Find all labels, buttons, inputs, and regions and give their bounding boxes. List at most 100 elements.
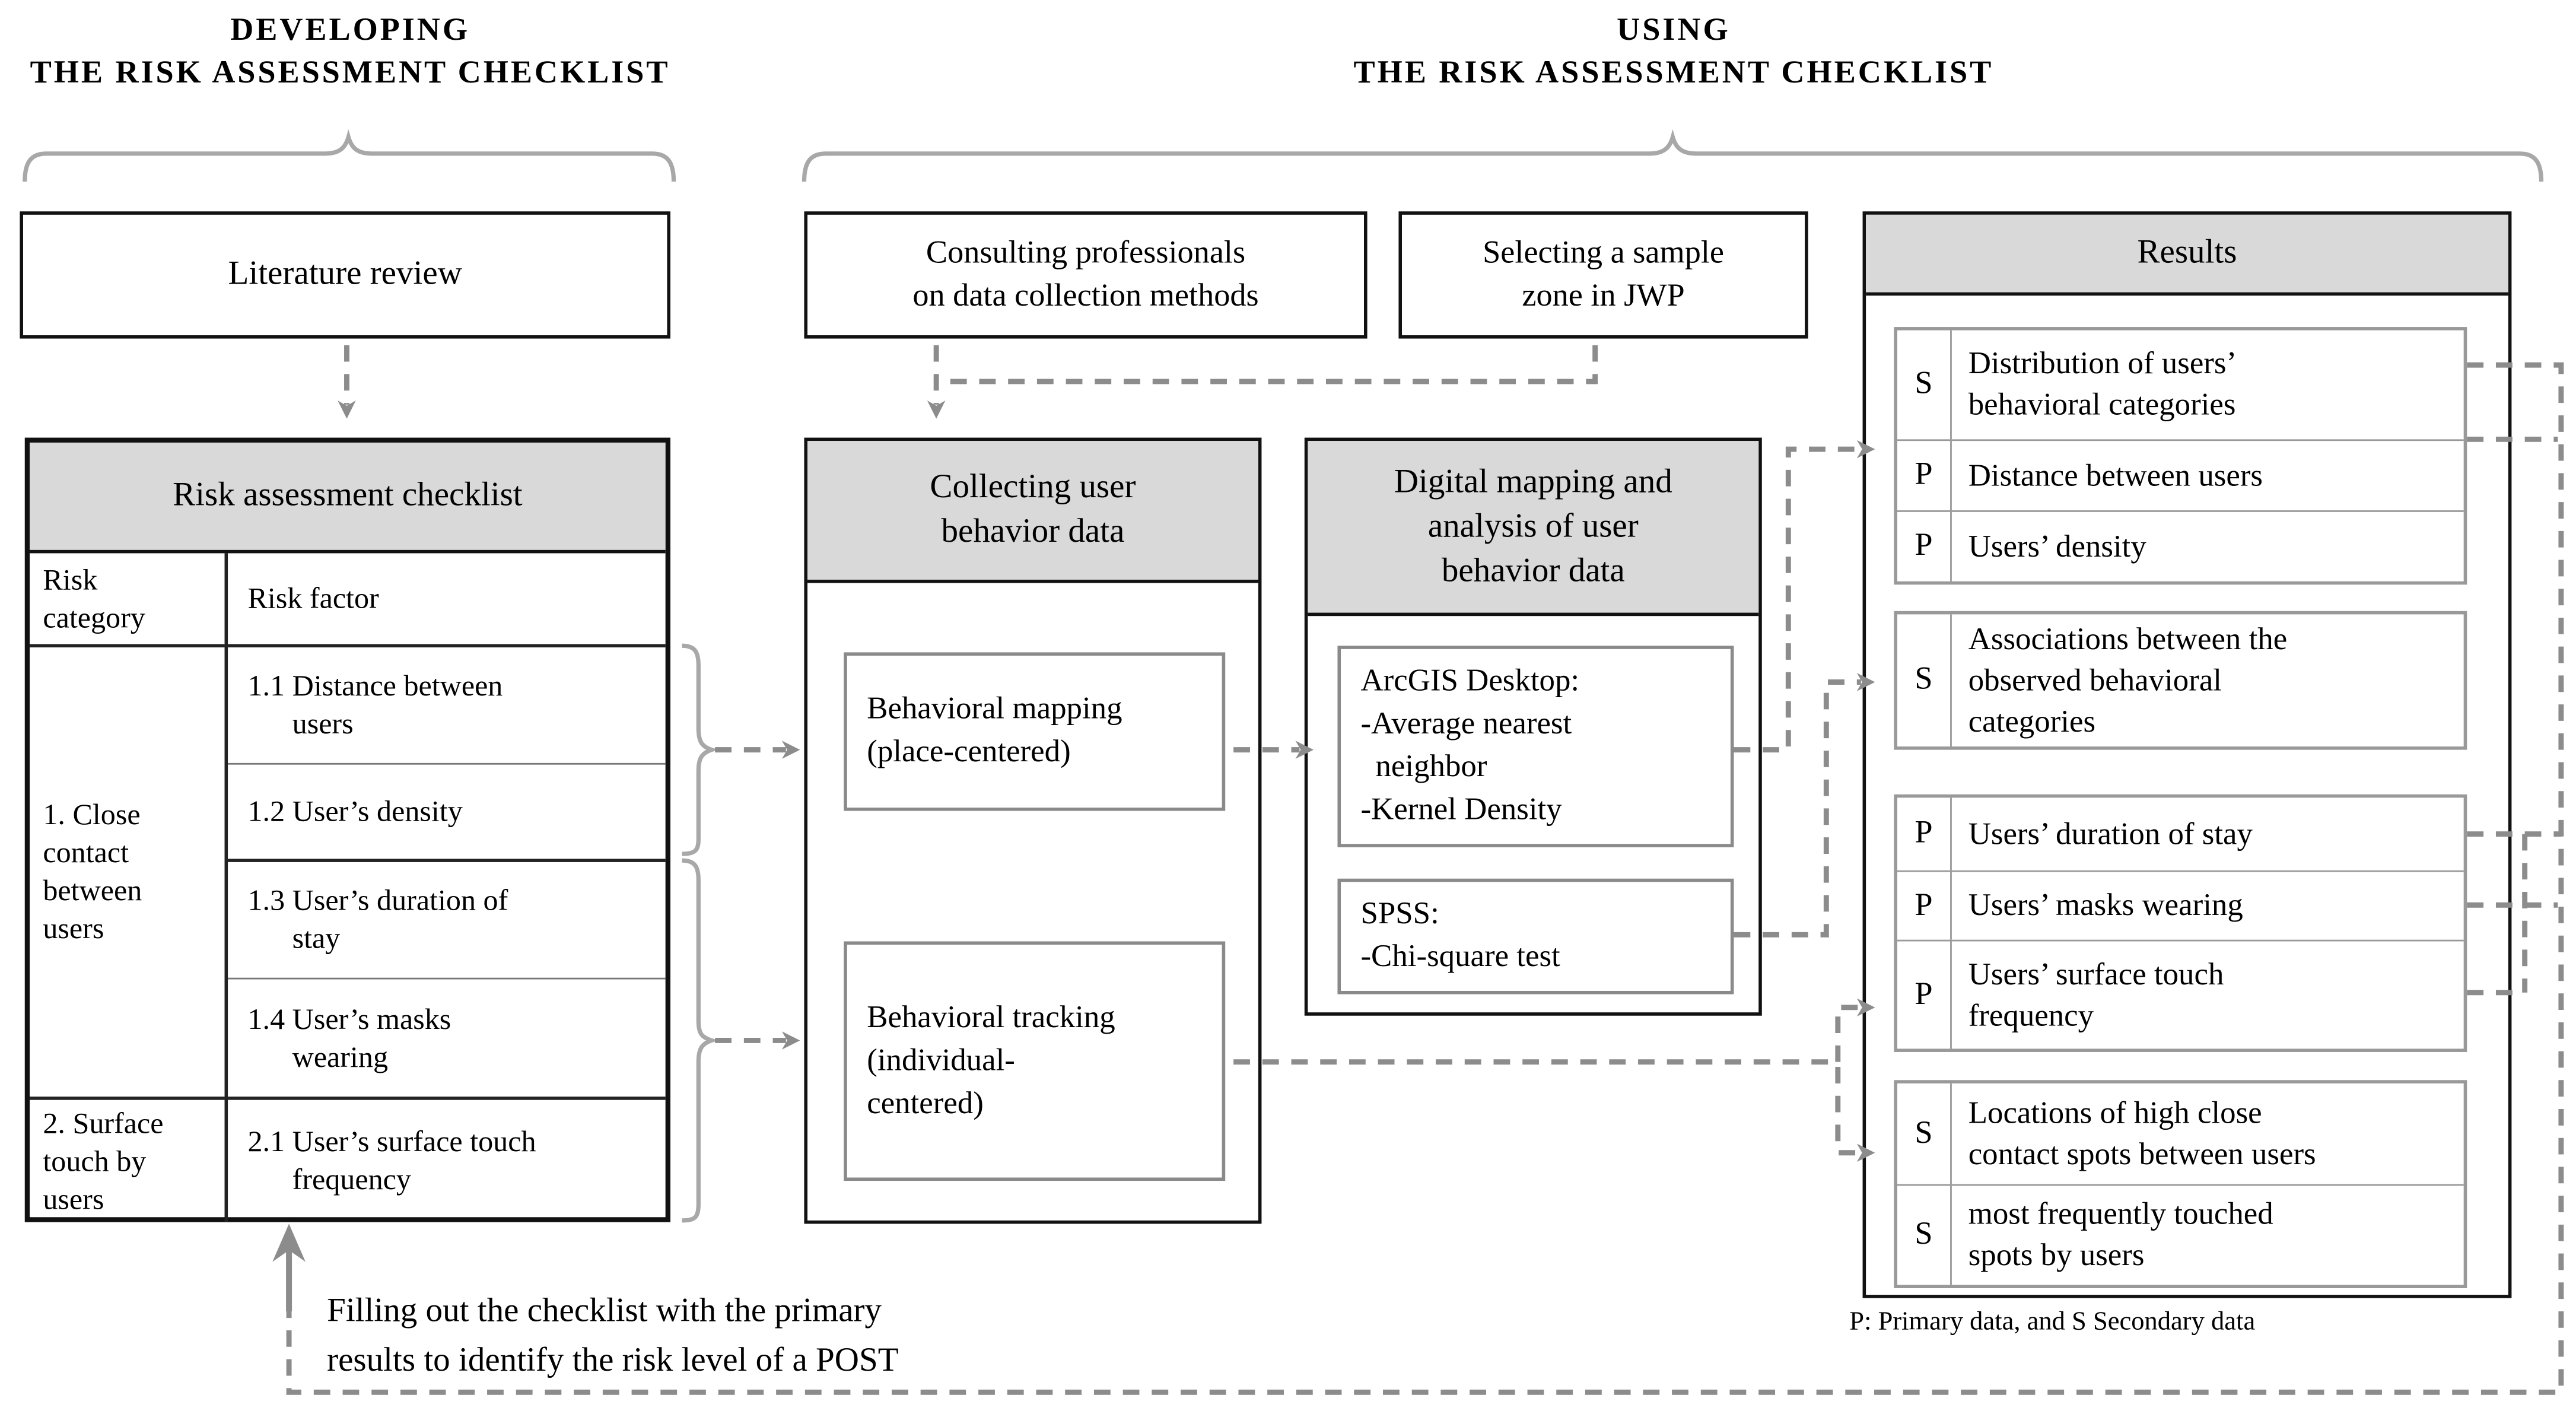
- result-line: Distance between users: [1968, 458, 2263, 493]
- result-line: Users’ surface touch: [1968, 957, 2224, 992]
- risk-factor-column: Risk factor 1.1 Distance between users 1…: [228, 553, 666, 1222]
- result-row: S most frequently touched spots by users: [1897, 1184, 2464, 1285]
- data-type-tag: S: [1897, 330, 1952, 440]
- collecting-header: Collecting user behavior data: [807, 441, 1258, 583]
- literature-review-label: Literature review: [228, 256, 462, 293]
- cell-line: 1.3 User’s duration of: [247, 884, 508, 917]
- results-group-1: S Distribution of users’ behavioral cate…: [1894, 327, 2467, 585]
- note-line: Filling out the checklist with the prima…: [327, 1293, 882, 1330]
- result-line: Users’ masks wearing: [1968, 888, 2243, 923]
- cell-line: contact: [43, 835, 129, 869]
- result-row: S Distribution of users’ behavioral cate…: [1897, 330, 2464, 440]
- title-line: THE RISK ASSESSMENT CHECKLIST: [30, 56, 670, 91]
- result-line: Users’ density: [1968, 529, 2146, 564]
- result-line: Locations of high close: [1968, 1095, 2262, 1131]
- risk-checklist-table: Risk assessment checklist Risk category …: [24, 437, 671, 1222]
- box-line: Consulting professionals: [926, 235, 1246, 271]
- category-close-contact: 1. Close contact between users: [30, 644, 225, 1097]
- result-line: frequency: [1968, 998, 2094, 1033]
- sub-line: Behavioral mapping: [867, 692, 1122, 727]
- result-row: P Users’ surface touch frequency: [1897, 939, 2464, 1049]
- collecting-behavior-data-box: Collecting user behavior data Behavioral…: [804, 437, 1262, 1224]
- sub-line: (place-centered): [867, 735, 1071, 770]
- result-row: P Users’ density: [1897, 510, 2464, 582]
- literature-review-box: Literature review: [20, 211, 671, 339]
- risk-category-column: Risk category 1. Close contact between u…: [30, 553, 228, 1222]
- sub-line: (individual-: [867, 1043, 1015, 1078]
- factor-distance: 1.1 Distance between users: [228, 644, 666, 762]
- header-line: analysis of user: [1427, 507, 1639, 545]
- cell-line: Risk factor: [247, 581, 379, 615]
- col-header-risk-category: Risk category: [30, 553, 224, 644]
- cell-line: users: [43, 911, 104, 945]
- result-row: P Users’ masks wearing: [1897, 870, 2464, 940]
- header-line: behavior data: [1441, 552, 1625, 589]
- sub-line: neighbor: [1375, 749, 1487, 785]
- note-line: results to identify the risk level of a …: [327, 1342, 899, 1380]
- brace-factors-1-2: [682, 643, 719, 856]
- using-brace: [802, 129, 2544, 182]
- cell-line: 2. Surface: [43, 1105, 164, 1139]
- results-header: Results: [1866, 214, 2508, 296]
- data-type-tag: P: [1897, 941, 1952, 1049]
- section-title-using: USING THE RISK ASSESSMENT CHECKLIST: [804, 10, 2543, 96]
- checklist-title: Risk assessment checklist: [30, 442, 666, 554]
- result-line: behavioral categories: [1968, 388, 2236, 423]
- cell-line: 1.4 User’s masks: [247, 1002, 451, 1035]
- results-group-4: S Locations of high close contact spots …: [1894, 1080, 2467, 1288]
- result-line: observed behavioral: [1968, 663, 2222, 698]
- box-line: on data collection methods: [912, 278, 1259, 313]
- sub-line: -Chi-square test: [1360, 939, 1560, 975]
- cell-line: Risk: [43, 563, 98, 596]
- sub-line: Behavioral tracking: [867, 1000, 1115, 1035]
- data-type-tag: S: [1897, 614, 1952, 747]
- data-type-tag: P: [1897, 441, 1952, 511]
- result-line: contact spots between users: [1968, 1137, 2316, 1172]
- checklist-grid: Risk category 1. Close contact between u…: [30, 553, 666, 1222]
- result-row: P Distance between users: [1897, 439, 2464, 511]
- box-line: Selecting a sample: [1483, 235, 1725, 271]
- result-line: Distribution of users’: [1968, 347, 2237, 382]
- box-line: zone in JWP: [1522, 278, 1685, 313]
- results-group-2: S Associations between the observed beha…: [1894, 611, 2467, 750]
- behavioral-tracking-box: Behavioral tracking (individual- centere…: [844, 941, 1226, 1181]
- cell-line: touch by: [43, 1143, 147, 1177]
- result-line: categories: [1968, 704, 2096, 739]
- line-selecting-to-junction: [941, 345, 1598, 385]
- brace-factors-3-5: [682, 858, 719, 1223]
- sub-line: centered): [867, 1086, 984, 1121]
- cell-line: 1.1 Distance between: [247, 669, 503, 702]
- digital-header: Digital mapping and analysis of user beh…: [1308, 441, 1759, 617]
- title-line: USING: [1617, 13, 1731, 48]
- title-line: DEVELOPING: [230, 13, 470, 48]
- results-group-3: P Users’ duration of stay P Users’ masks…: [1894, 794, 2467, 1052]
- spss-box: SPSS: -Chi-square test: [1337, 878, 1734, 994]
- arcgis-box: ArcGIS Desktop: -Average nearest neighbo…: [1337, 646, 1734, 847]
- data-type-tag: S: [1897, 1186, 1952, 1285]
- result-row: S Locations of high close contact spots …: [1897, 1083, 2464, 1184]
- cell-line: 1. Close: [43, 797, 141, 831]
- cell-line: users: [43, 1181, 104, 1215]
- data-type-tag: S: [1897, 1083, 1952, 1184]
- consulting-professionals-box: Consulting professionals on data collect…: [804, 211, 1367, 339]
- arrow-tracking-to-results4: [1835, 1067, 1875, 1162]
- result-line: spots by users: [1968, 1238, 2145, 1273]
- feedback-arrow-head: [272, 1224, 306, 1262]
- cell-line: category: [43, 601, 145, 634]
- results-box: Results S Distribution of users’ behavio…: [1862, 211, 2512, 1298]
- header-line: Collecting user: [930, 469, 1136, 506]
- arrow-tracking-to-results3: [1835, 998, 1875, 1062]
- data-type-tag: P: [1897, 872, 1952, 940]
- cell-line: between: [43, 873, 142, 907]
- sub-line: -Average nearest: [1360, 707, 1572, 742]
- result-line: most frequently touched: [1968, 1197, 2273, 1232]
- result-line: Users’ duration of stay: [1968, 816, 2253, 851]
- cell-line: wearing: [292, 1040, 389, 1073]
- selecting-sample-zone-box: Selecting a sample zone in JWP: [1398, 211, 1808, 339]
- cell-line: stay: [292, 922, 341, 955]
- header-line: Digital mapping and: [1394, 463, 1672, 500]
- legend-footnote: P: Primary data, and S Secondary data: [1849, 1308, 2256, 1336]
- sub-line: ArcGIS Desktop:: [1360, 663, 1580, 699]
- developing-brace: [23, 129, 676, 182]
